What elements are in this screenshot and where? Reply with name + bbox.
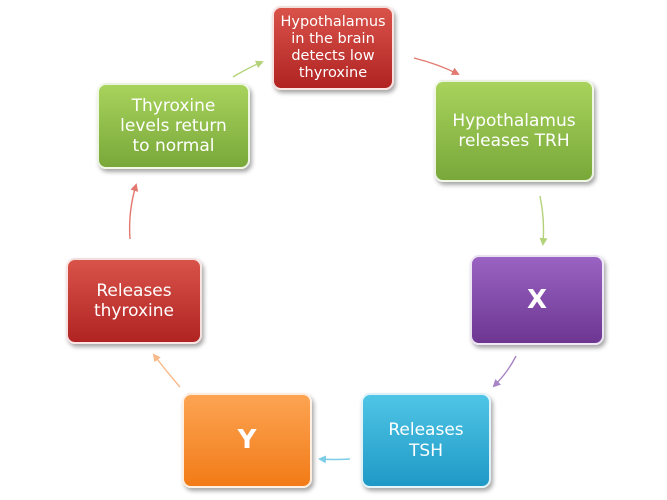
arrow-l1-to-top [232,60,264,78]
node-y: Y [182,393,312,488]
node-releases-thyroxine: Releases thyroxine [66,258,202,344]
node-releases-tsh: Releases TSH [361,393,491,488]
arrow-r2-to-b1 [492,355,517,388]
node-hypothalamus-detects: Hypothalamus in the brain detects low th… [272,6,394,90]
node-label: Hypothalamus releases TRH [452,110,576,151]
node-x: X [470,255,604,345]
node-hypothalamus-releases-trh: Hypothalamus releases TRH [434,80,594,182]
node-label: Releases TSH [388,420,464,461]
node-label: Releases thyroxine [93,280,174,321]
node-label: Y [237,425,257,456]
arrow-l2-to-l1 [128,183,139,240]
arrow-b1-to-b2 [318,455,351,464]
arrow-b2-to-l2 [152,353,181,388]
node-label: Thyroxine levels return to normal [120,95,227,157]
arrow-r1-to-r2 [539,195,548,246]
arrow-top-to-r1 [413,57,460,75]
node-label: Hypothalamus in the brain detects low th… [280,13,386,82]
node-label: X [526,284,548,315]
node-thyroxine-normal: Thyroxine levels return to normal [97,83,250,169]
